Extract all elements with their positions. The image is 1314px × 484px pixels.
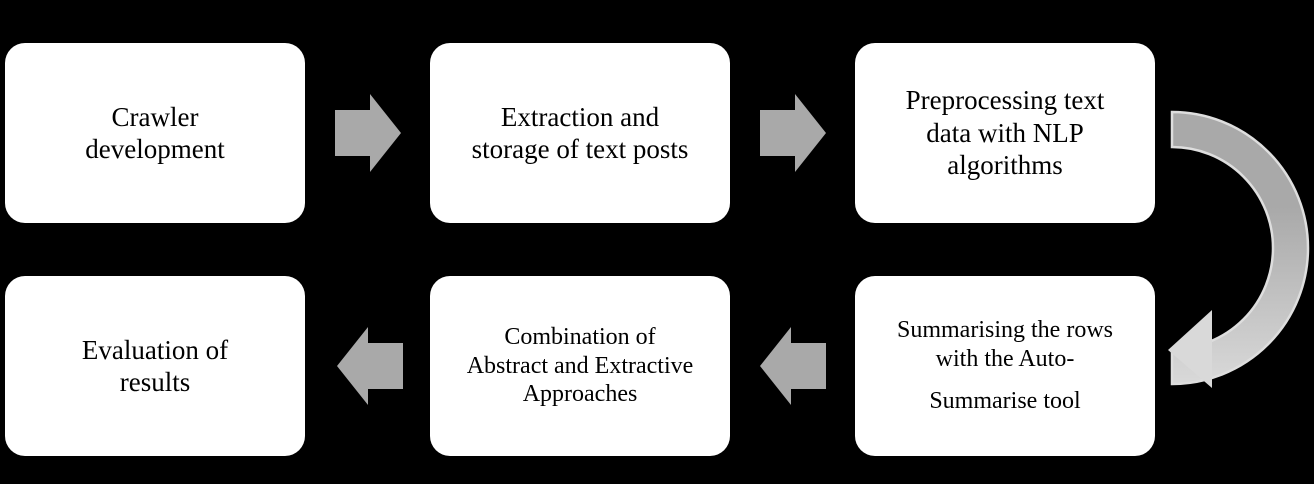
step-label-line: Summarising the rows xyxy=(897,316,1113,343)
step-label-line: storage of text posts xyxy=(471,134,689,164)
right-arrow-icon xyxy=(335,94,401,172)
step-label-line: Combination of xyxy=(504,323,656,350)
step-label: Crawler development xyxy=(5,101,305,166)
step-label-line: Evaluation of xyxy=(81,334,229,365)
step-label-line: Preprocessing text xyxy=(905,85,1105,116)
step-label-line: Extraction and xyxy=(500,101,660,132)
step-box-summarising-auto-summarise: Summarising the rows with the Auto- Summ… xyxy=(855,276,1155,456)
step-box-crawler-development: Crawler development xyxy=(5,43,305,223)
arrow-step5-to-step6 xyxy=(337,327,403,405)
step-label: Extraction and storage of text posts xyxy=(430,101,730,166)
step-box-evaluation-results: Evaluation of results xyxy=(5,276,305,456)
step-label-line: data with NLP xyxy=(926,117,1084,148)
step-label-line: Summarise tool xyxy=(929,388,1081,415)
step-box-extraction-storage: Extraction and storage of text posts xyxy=(430,43,730,223)
curved-arrowhead-icon xyxy=(1168,310,1212,388)
step-box-combination-approaches: Combination of Abstract and Extractive A… xyxy=(430,276,730,456)
step-label: Summarising the rows with the Auto- Summ… xyxy=(855,316,1155,416)
arrow-step1-to-step2 xyxy=(335,94,401,172)
arrow-step4-to-step5 xyxy=(760,327,826,405)
step-label: Evaluation of results xyxy=(5,334,305,399)
arrow-step2-to-step3 xyxy=(760,94,826,172)
right-arrow-icon xyxy=(760,94,826,172)
step-box-preprocessing-nlp: Preprocessing text data with NLP algorit… xyxy=(855,43,1155,223)
curved-band-shape xyxy=(1170,110,1310,386)
step-label-line: Abstract and Extractive xyxy=(466,352,694,379)
step-label-line: with the Auto- xyxy=(935,345,1075,372)
left-arrow-icon xyxy=(760,327,826,405)
step-label-line: development xyxy=(85,134,225,164)
left-arrow-icon xyxy=(337,327,403,405)
step-label: Preprocessing text data with NLP algorit… xyxy=(855,84,1155,181)
step-label-line: Approaches xyxy=(522,381,638,408)
step-label: Combination of Abstract and Extractive A… xyxy=(430,323,730,409)
curved-arrow-step3-to-step4 xyxy=(1168,110,1310,388)
step-label-line: Crawler xyxy=(111,101,199,132)
step-label-line: algorithms xyxy=(947,150,1063,181)
step-label-line: results xyxy=(119,367,191,397)
